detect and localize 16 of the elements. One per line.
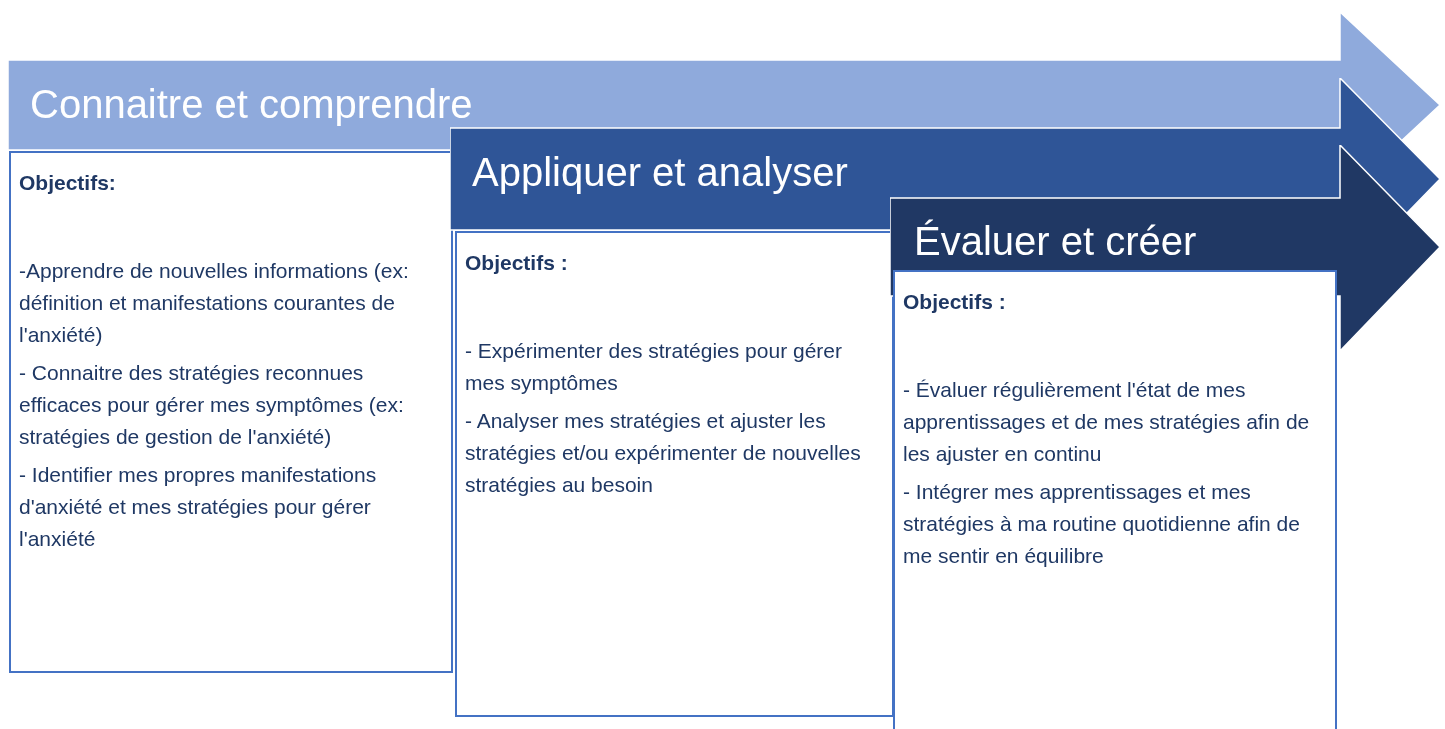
objectives-heading: Objectifs : [465, 250, 569, 276]
objective-text: - Évaluer régulièrement l'état de mes apprentissages et de mes stratégies afin de les ajuster en continu [903, 377, 1311, 467]
objective-text: - Identifier mes propres manifestations d'anxiété et mes stratégies pour gérer l'anxiété [19, 462, 378, 552]
objective-text: - Expérimenter des stratégies pour gérer mes symptômes [465, 338, 843, 396]
objectives-heading: Objectifs: [19, 170, 117, 196]
objectives-box [455, 231, 894, 717]
objectives-box [893, 270, 1337, 729]
stage-title: Connaitre et comprendre [30, 84, 473, 124]
objective-text: - Analyser mes stratégies et ajuster les stratégies et/ou expérimenter de nouvelles stratégies au besoin [465, 408, 862, 498]
stage-title: Appliquer et analyser [472, 152, 848, 192]
objective-text: -Apprendre de nouvelles informations (ex: définition et manifestations courantes de l'anxiété) [19, 258, 410, 348]
stage-title: Évaluer et créer [914, 221, 1197, 261]
objective-text: - Connaitre des stratégies reconnues efficaces pour gérer mes symptômes (ex: stratégies de gestion de l'anxiété) [19, 360, 405, 450]
objectives-heading: Objectifs : [903, 289, 1007, 315]
objective-text: - Intégrer mes apprentissages et mes stratégies à ma routine quotidienne afin de me sentir en équilibre [903, 479, 1301, 569]
objectives-box [9, 151, 453, 673]
